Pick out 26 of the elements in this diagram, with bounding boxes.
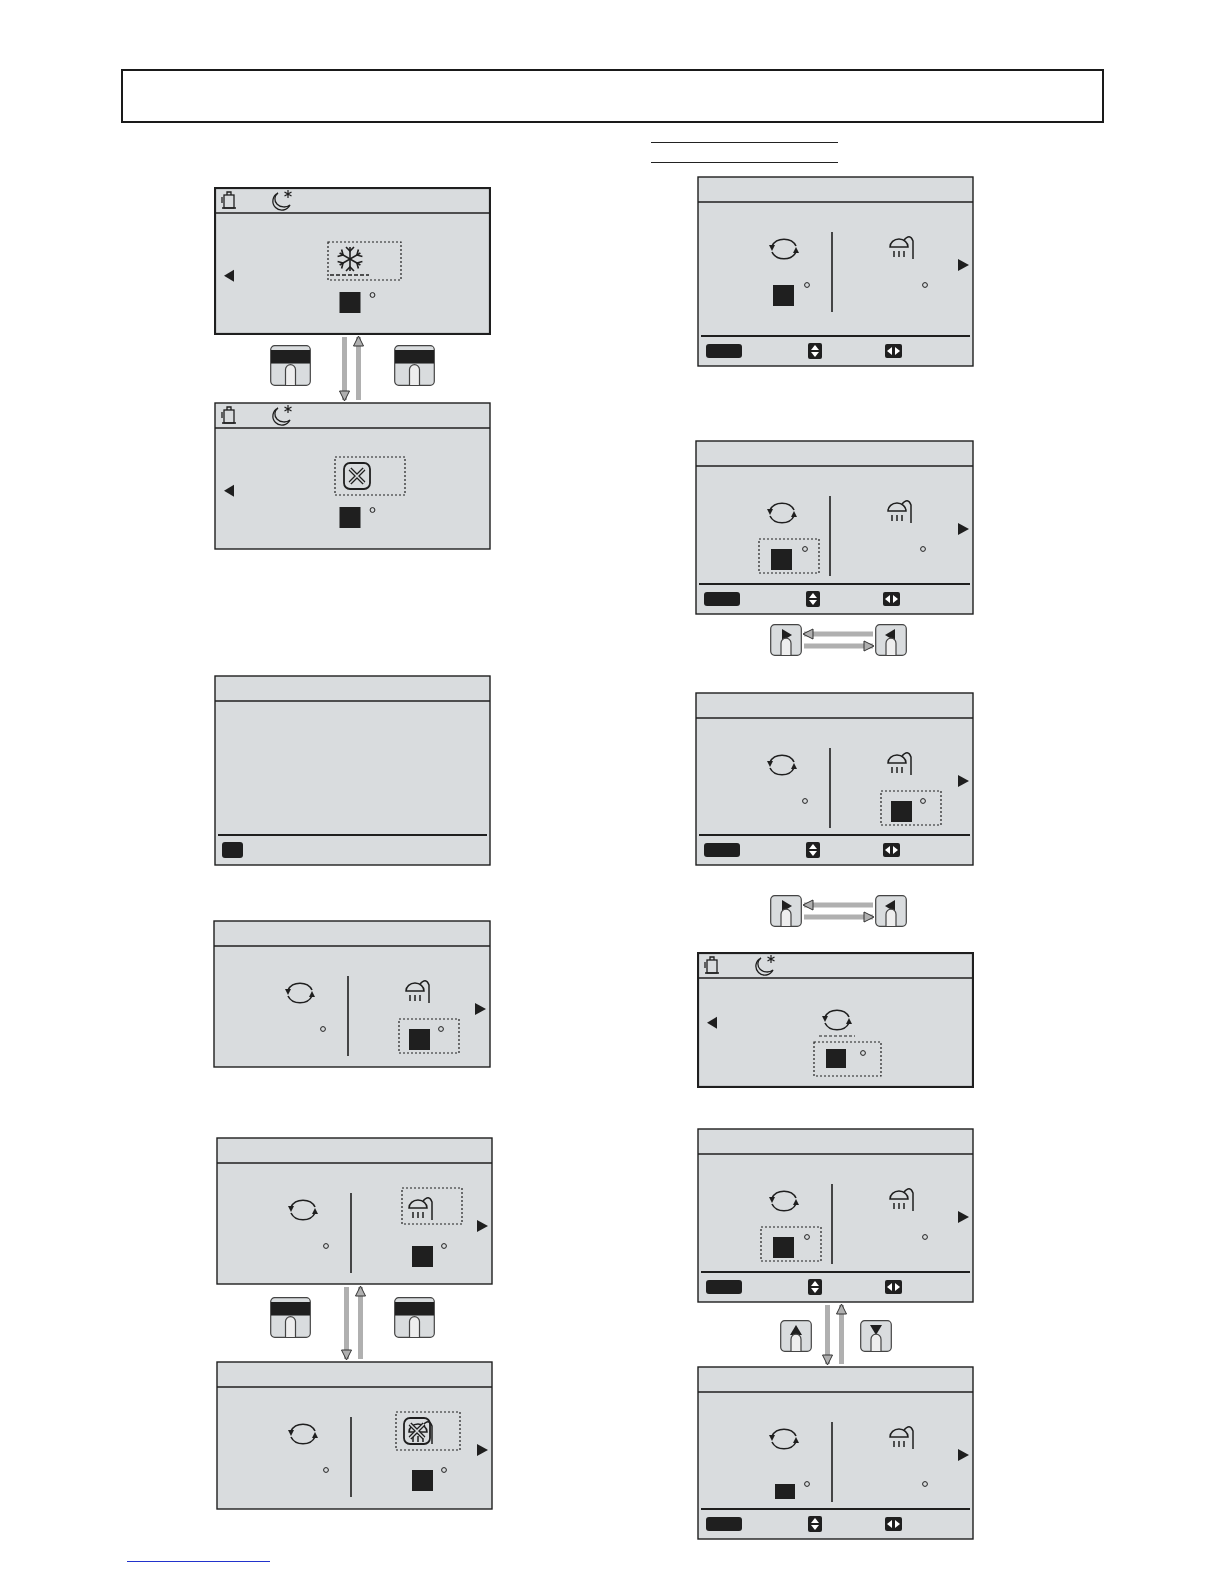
finger-press-button-icon — [875, 624, 907, 656]
display-screen-drawing — [695, 440, 974, 615]
transition-arrow — [802, 628, 873, 640]
display-screen-drawing — [216, 1361, 493, 1510]
transition-arrow — [353, 335, 364, 400]
finger-press-button-icon — [770, 624, 802, 656]
display-screen-drawing — [214, 187, 491, 335]
transition-arrow — [802, 899, 873, 911]
display-screen-drawing — [697, 1366, 974, 1540]
display-screen-drawing — [216, 1137, 493, 1285]
finger-press-button-icon — [770, 895, 802, 927]
display-screen-drawing — [697, 176, 974, 367]
transition-arrow — [804, 640, 875, 652]
display-screen-drawing — [214, 402, 491, 550]
display-screen-drawing — [697, 952, 974, 1088]
display-screen-drawing — [695, 692, 974, 866]
display-screen-drawing — [213, 920, 491, 1068]
transition-arrow — [355, 1285, 366, 1359]
finger-press-button-icon — [875, 895, 907, 927]
transition-arrow — [339, 337, 350, 402]
transition-arrow — [822, 1305, 833, 1366]
transition-arrow — [804, 911, 875, 923]
display-screen-drawing — [697, 1128, 974, 1303]
transition-arrow — [341, 1287, 352, 1361]
display-screen-drawing — [214, 675, 491, 866]
transition-arrow — [836, 1303, 847, 1364]
